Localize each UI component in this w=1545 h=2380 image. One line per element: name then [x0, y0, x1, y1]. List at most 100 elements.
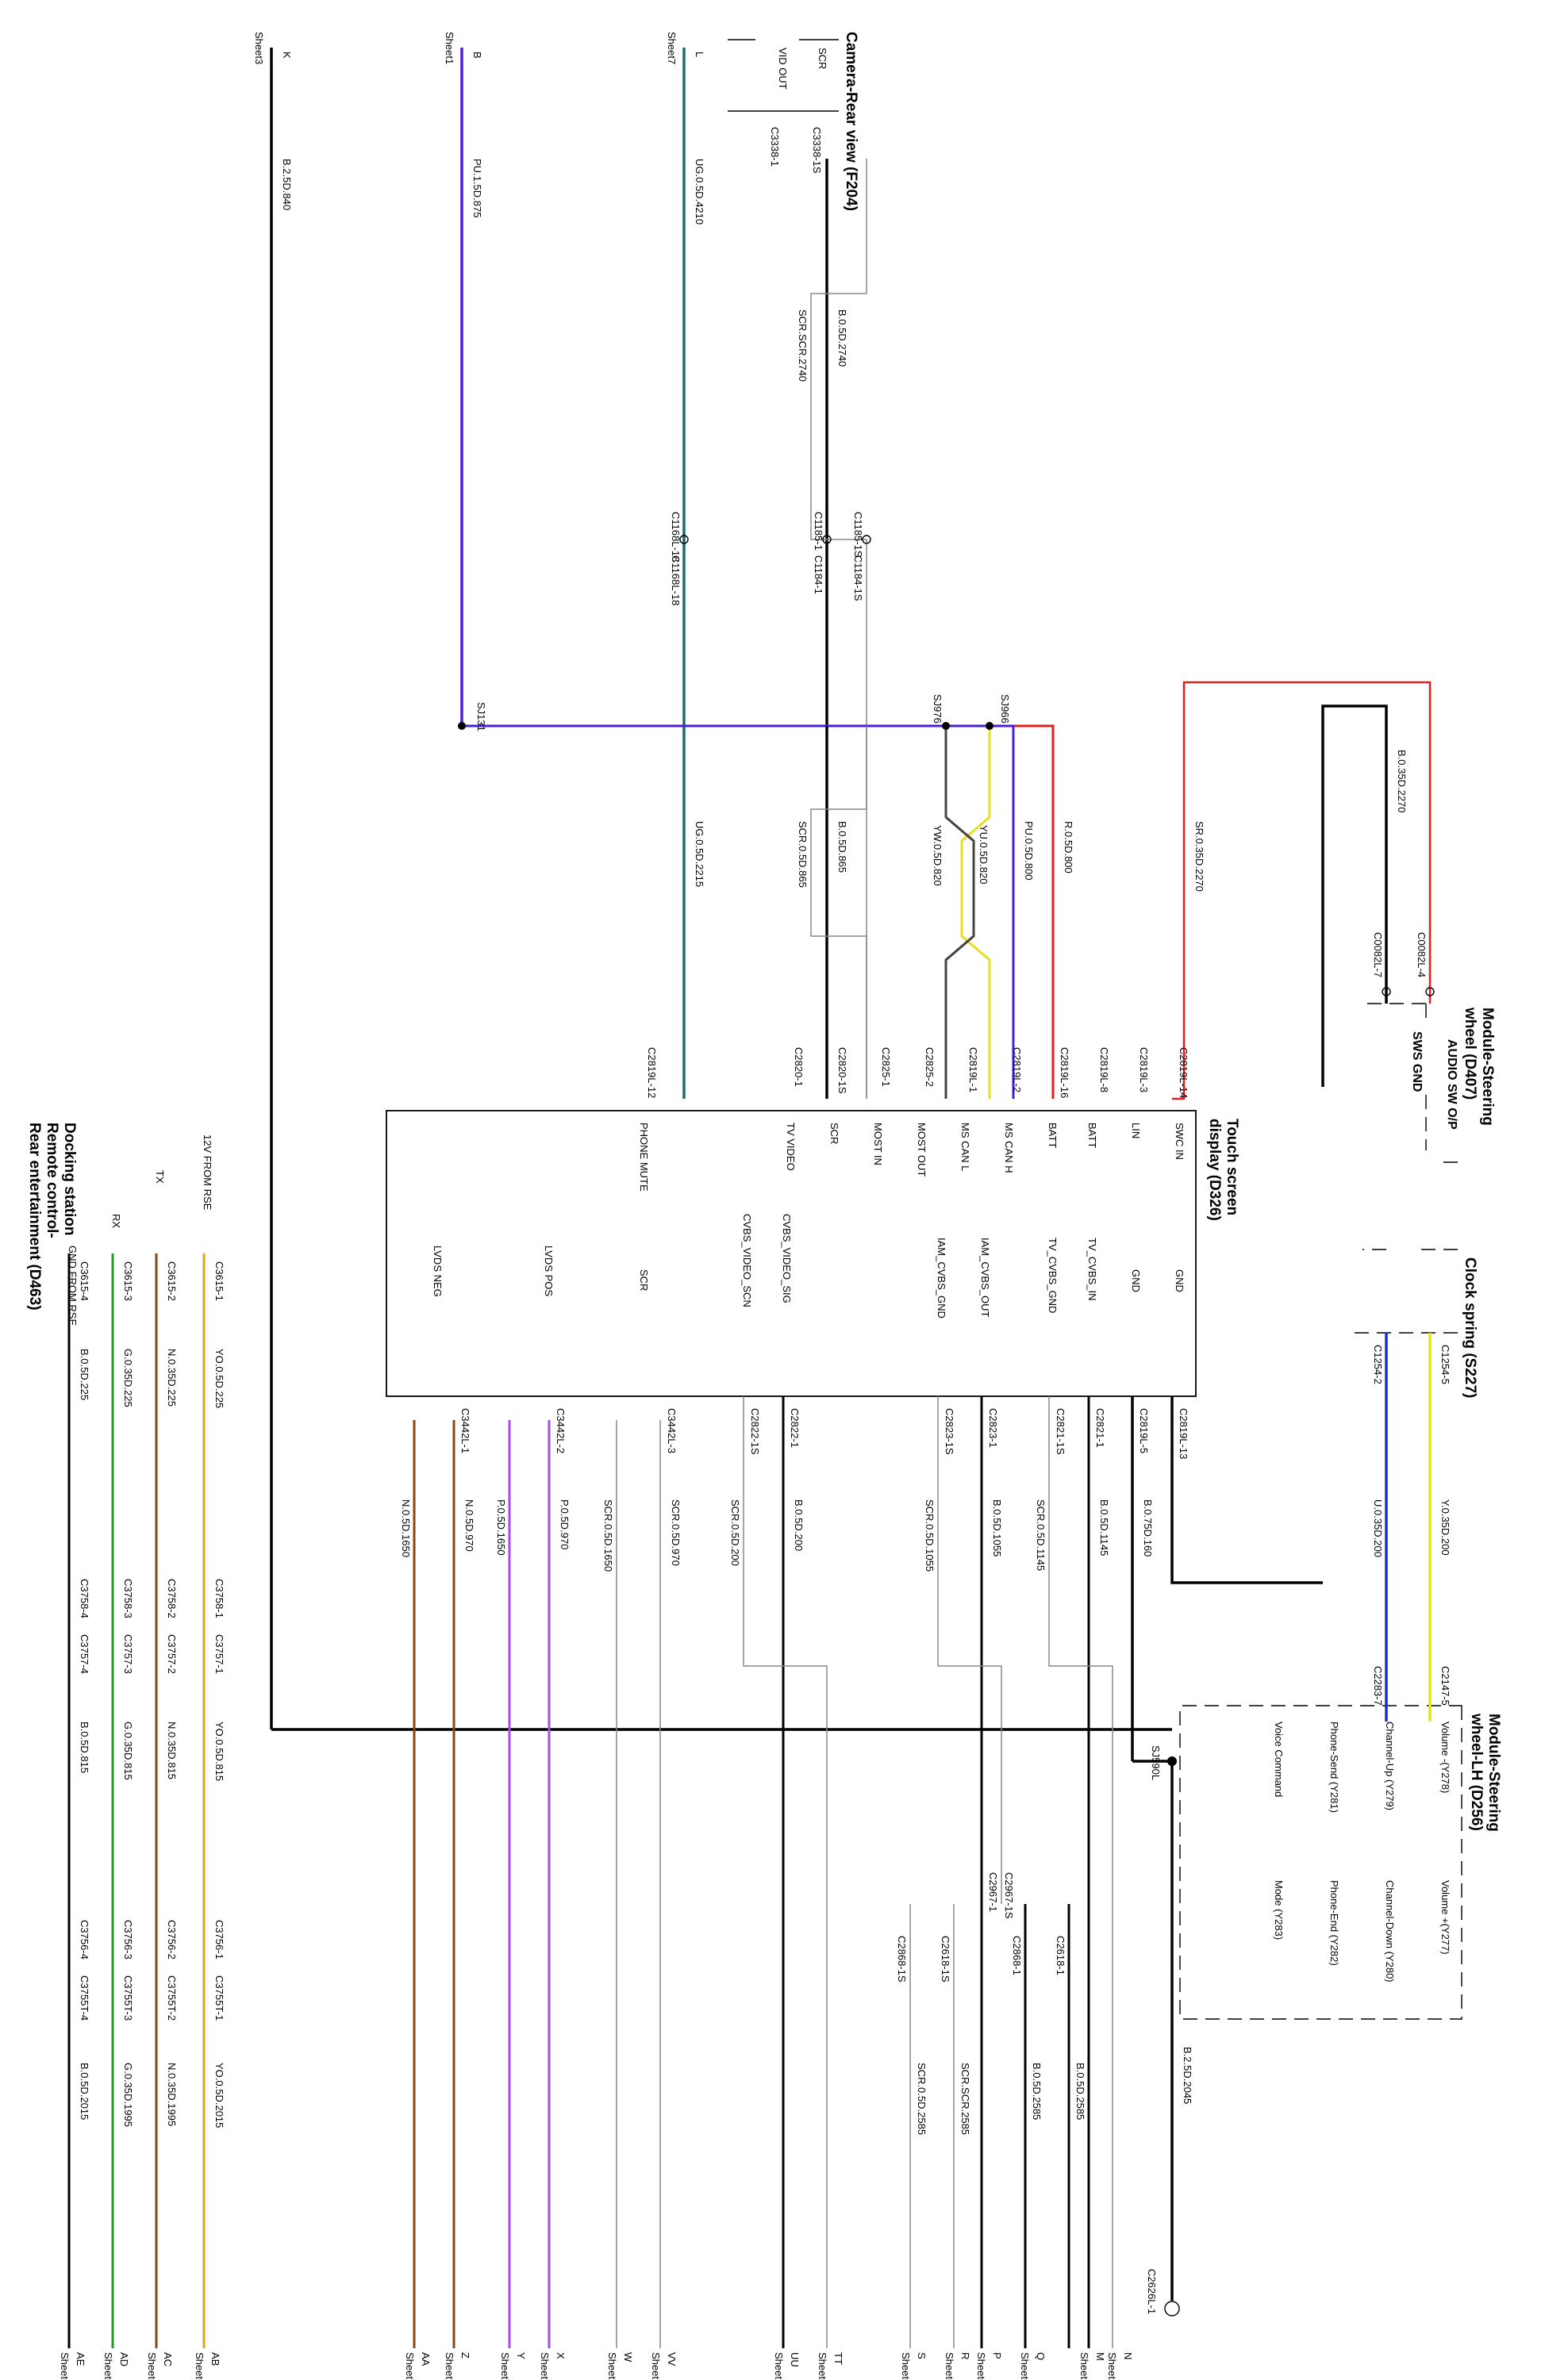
docking-title-3: Rear entertainment (D463) — [26, 1123, 43, 1311]
steering-lh-title-1: Module-Steering — [1485, 1714, 1502, 1832]
ts-pin-swc-in: SWC IN — [1174, 1123, 1186, 1160]
ts-pin-ms-can-h: MS CAN H — [1003, 1123, 1015, 1173]
label-b-0-5d-2015: B.0.5D.2015 — [79, 2063, 90, 2120]
label-c3615-1: C3615-1 — [213, 1261, 225, 1301]
label-c0082l-7: C0082L-7 — [1372, 932, 1384, 977]
label-b-0-35d-2270: B.0.35D.2270 — [1396, 750, 1408, 813]
sheet-ref-ae-letter: AE — [75, 2352, 86, 2367]
label-yw-0-5d-820: YW.0.5D.820 — [932, 825, 944, 886]
label-pu-1-5d-875: PU.1.5D.875 — [471, 159, 483, 217]
ts-pin-gnd-1: GND — [1174, 1269, 1186, 1292]
sheet-ref-uu-sheet: Sheet7 — [773, 2352, 785, 2380]
inline-connectors-top: C1185-1S C1184-1S C1185-1 C1184-1 C1168L… — [670, 512, 871, 605]
camera-title: Camera-Rear view (F204) — [843, 32, 859, 211]
ts-pin-lin: LIN — [1130, 1123, 1142, 1138]
label-b-0-5d-1055: B.0.5D.1055 — [991, 1499, 1003, 1557]
sheet-ref-b-sheet: Sheet1 — [444, 32, 455, 64]
label-c2819l-2: C2819L-2 — [1011, 1047, 1023, 1092]
label-sj131: SJ131 — [475, 702, 487, 731]
label-c3755t-4: C3755T-4 — [79, 1975, 90, 2021]
label-g-0-35d-225: G.0.35D.225 — [122, 1349, 134, 1407]
sheet-ref-l-letter: L — [694, 52, 705, 57]
sheet-ref-x-letter: X — [555, 2352, 567, 2359]
wire-scr-2740 — [810, 159, 867, 1099]
ts-pin-gnd-2: GND — [1130, 1269, 1142, 1292]
label-r-0-5d-800: R.0.5D.800 — [1063, 821, 1074, 873]
label-c3442l-2: C3442L-2 — [555, 1408, 567, 1453]
clock-spring-boundary — [1355, 1249, 1458, 1334]
wire-scr-0-5d-1055 — [937, 1396, 1002, 1904]
c0082l-4-point — [1425, 987, 1435, 996]
sheet-ref-p-letter: P — [991, 2352, 1003, 2359]
label-c3442l-1: C3442L-1 — [459, 1408, 471, 1453]
sheet-ref-r-letter: R — [959, 2352, 971, 2359]
sheet-ref-aa-letter: AA — [420, 2352, 432, 2367]
sheet-ref-n-sheet: Sheet5 — [1106, 2352, 1118, 2380]
wire-scr-0-5d-1145 — [1048, 1396, 1113, 2348]
label-b-0-5d-1145: B.0.5D.1145 — [1098, 1499, 1110, 1556]
wire-scr-0-5d-200 — [743, 1396, 828, 2348]
label-ug-0-5d-2215: UG.0.5D.2215 — [694, 821, 705, 887]
sheet-ref-ac-sheet: Sheet6 — [146, 2352, 158, 2380]
label-scr-0-5d-200: SCR.0.5D.200 — [729, 1499, 741, 1566]
camera-conn-c3338-1s: C3338-1S — [811, 127, 823, 174]
switch-phone-send: Phone-Send (Y281) — [1328, 1722, 1340, 1813]
ts-pin-iam-cvbs-gnd: IAM_CVBS_GND — [936, 1238, 947, 1319]
label-c2821-1: C2821-1 — [1094, 1408, 1106, 1448]
sheet-ref-k-letter: K — [281, 52, 293, 59]
sheet-ref-tt-sheet: Sheet6 — [817, 2352, 828, 2380]
switch-volume-plus: Volume +(Y277) — [1439, 1880, 1451, 1955]
sheet-refs-right: M Sheet5 N Sheet5 P Sheet6 Q Sheet6 R Sh… — [59, 2352, 1134, 2380]
label-c2618-1: C2618-1 — [1055, 1936, 1067, 1975]
wire-b-0-35d-2270 — [1321, 704, 1388, 1087]
ts-pin-scr-2: SCR — [638, 1269, 650, 1291]
ts-pin-tv-cvbs-gnd: TV_CVBS_GND — [1047, 1238, 1059, 1313]
mid-wires: B.0.35D.2270 SR.0.35D.2270 R.0.5D.800 PU… — [458, 681, 1432, 1100]
switch-channel-down: Channel-Down (Y280) — [1384, 1880, 1396, 1983]
ts-pin-batt-1: BATT — [1086, 1123, 1098, 1148]
label-c2820-1s: C2820-1S — [836, 1047, 848, 1094]
label-p-0-5d-970: P.0.5D.970 — [559, 1499, 571, 1549]
label-c3756-4: C3756-4 — [79, 1920, 90, 1960]
label-c2147-5: C2147-5 — [1439, 1666, 1451, 1706]
ts-pin-tv-video: TV VIDEO — [785, 1123, 797, 1171]
touch-screen-box — [386, 1110, 1197, 1397]
label-c2822-1: C2822-1 — [789, 1408, 801, 1448]
label-yo-0-5d-225: YO.0.5D.225 — [213, 1349, 225, 1408]
sheet-ref-ad-letter: AD — [118, 2352, 130, 2367]
label-c2819l-13: C2819L-13 — [1178, 1408, 1189, 1459]
switch-voice-command: Voice Command — [1273, 1722, 1285, 1797]
label-c2819l-3: C2819L-3 — [1138, 1047, 1150, 1092]
label-c3755t-1: C3755T-1 — [213, 1975, 225, 2021]
label-b-2-5d-840: B.2.5D.840 — [281, 159, 293, 210]
sheet-ref-ab-sheet: Sheet6 — [194, 2352, 206, 2380]
label-pu-0-5d-800: PU.0.5D.800 — [1023, 821, 1035, 880]
docking-connectors: C3615-1 C3615-2 C3615-3 C3615-4 C3758-1 … — [79, 1261, 225, 2021]
label-sr-0-35d-2270: SR.0.35D.2270 — [1193, 821, 1205, 892]
switch-channel-up: Channel-Up (Y279) — [1384, 1722, 1396, 1810]
switch-volume-minus: Volume -(Y278) — [1439, 1722, 1451, 1793]
steering-module-d407: Module-Steering wheel (D407) AUDIO SW O/… — [1362, 1003, 1496, 1163]
sheet-ref-vv-letter: VV — [666, 2352, 678, 2367]
sheet-ref-s-letter: S — [916, 2352, 928, 2359]
label-b-0-5d-2740: B.0.5D.2740 — [836, 309, 848, 367]
label-u-0-35d-200: U.0.35D.200 — [1372, 1499, 1384, 1557]
label-n-0-35d-1995: N.0.35D.1995 — [166, 2063, 178, 2126]
ts-pin-ms-can-l: MS CAN L — [959, 1123, 971, 1171]
label-n-0-5d-1650: N.0.5D.1650 — [400, 1499, 412, 1557]
camera-conn-c3338-1: C3338-1 — [769, 127, 781, 167]
touch-screen-d326: Touch screen display (D326) SWC IN LIN B… — [386, 1110, 1240, 1397]
label-c3757-1: C3757-1 — [213, 1634, 225, 1674]
label-p-0-5d-1650: P.0.5D.1650 — [495, 1499, 507, 1556]
label-c2819l-16: C2819L-16 — [1059, 1047, 1070, 1098]
label-c2825-1: C2825-1 — [880, 1047, 892, 1087]
dock-pin-tx: TX — [154, 1170, 166, 1184]
label-g-0-35d-815: G.0.35D.815 — [122, 1722, 134, 1780]
label-yo-0-5d-815: YO.0.5D.815 — [213, 1722, 225, 1781]
label-c1168l-18-a: C1168L-18 — [670, 512, 682, 562]
connectors-c0082: C0082L-4 C0082L-7 — [1372, 932, 1435, 996]
splice-sj966 — [986, 722, 993, 730]
docking-wires: YO.0.5D.225 N.0.35D.225 G.0.35D.225 B.0.… — [67, 1253, 225, 2348]
steering-lh-d256: Module-Steering wheel-LH (D256) Volume -… — [1179, 1705, 1502, 2020]
splice-sj590l — [1167, 1756, 1177, 1766]
